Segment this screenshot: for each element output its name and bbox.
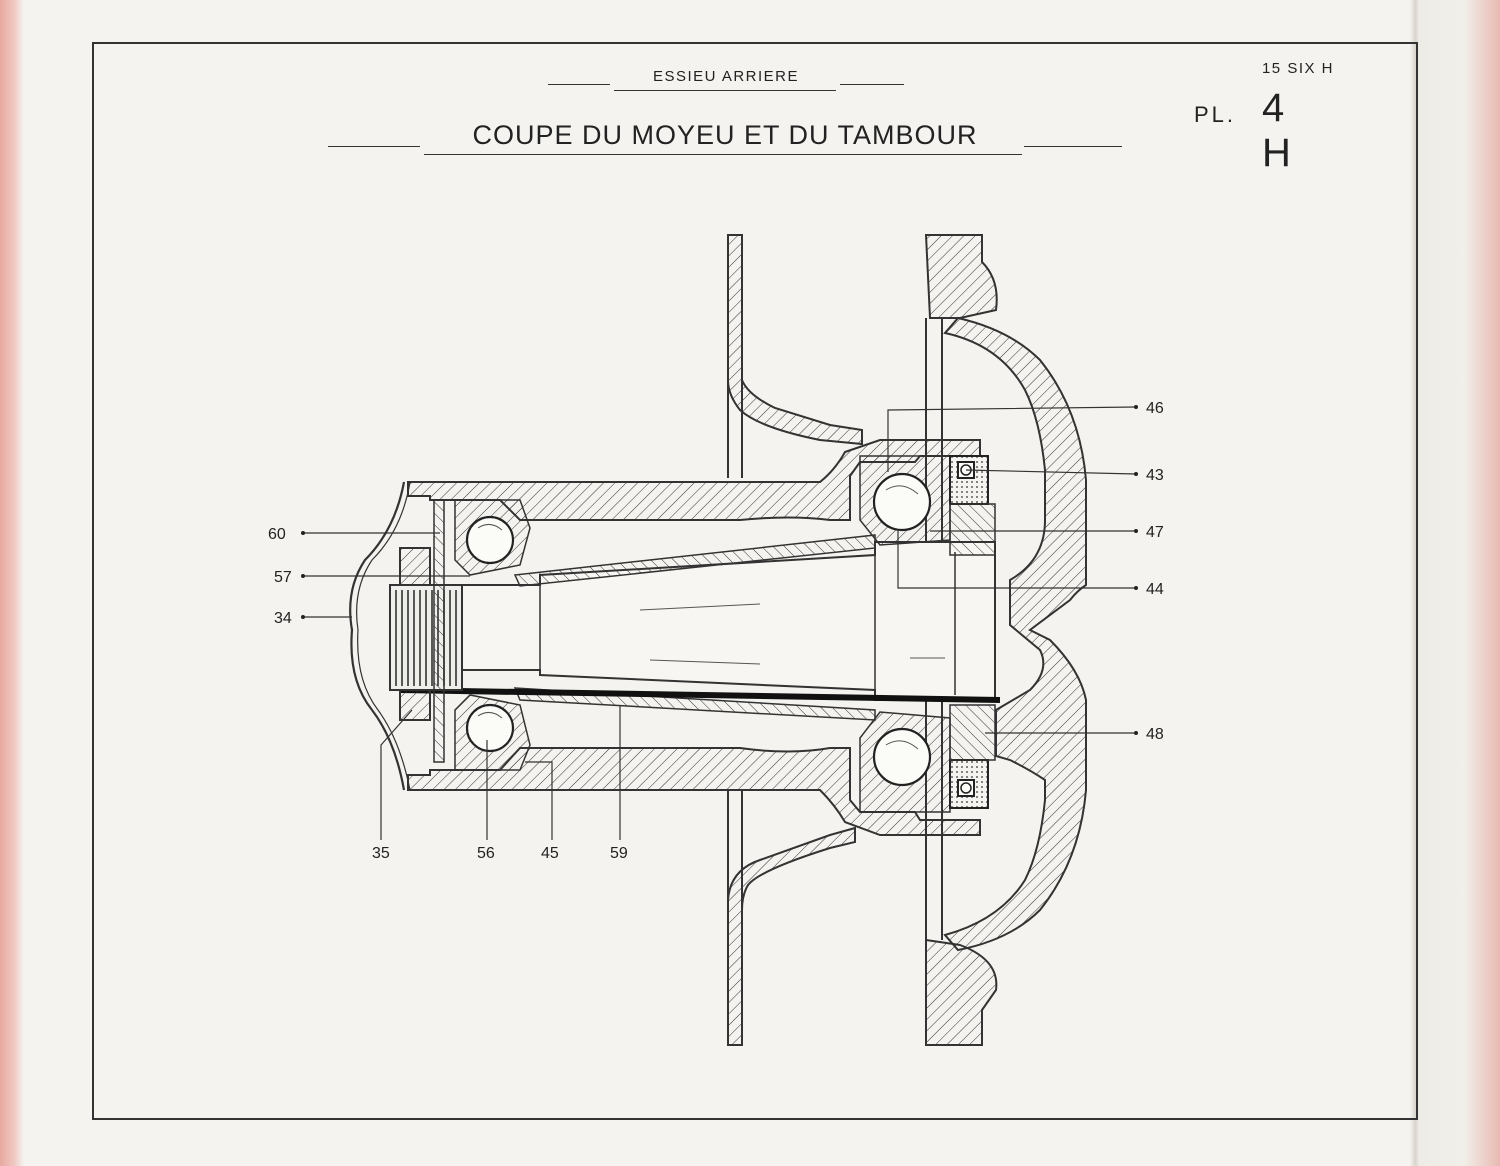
page-title: COUPE DU MOYEU ET DU TAMBOUR	[472, 120, 978, 150]
plate-prefix: PL.	[1194, 102, 1237, 127]
hub-cap	[349, 481, 411, 791]
leader-lines	[303, 406, 1137, 840]
page-edge-right	[1410, 0, 1500, 1166]
drawing-frame	[92, 42, 1418, 1120]
hub-body	[407, 439, 981, 836]
callout-46: 46	[1146, 400, 1164, 417]
leader-dots	[301, 405, 1138, 735]
outer-ball-bearing	[859, 455, 951, 813]
callout-47: 47	[1146, 524, 1164, 541]
section-heading: ESSIEU ARRIERE	[548, 64, 904, 94]
subtitle: ESSIEU ARRIERE	[652, 68, 800, 85]
callout-35: 35	[372, 845, 390, 862]
callout-57: 57	[274, 569, 292, 586]
oil-seal	[949, 455, 989, 809]
callout-48: 48	[1146, 726, 1164, 743]
inner-ball-bearing	[454, 499, 531, 771]
callout-59: 59	[610, 845, 628, 862]
stub-axle	[399, 534, 1001, 721]
plate-number-block: PL. 4 H	[1190, 86, 1340, 175]
callout-44: 44	[1146, 581, 1164, 598]
plate-number: 4 H	[1262, 86, 1299, 175]
page-title-block: COUPE DU MOYEU ET DU TAMBOUR	[328, 116, 1122, 160]
wheel-disc	[727, 234, 863, 1046]
model-reference: 15 SIX H	[1261, 60, 1334, 77]
callout-34: 34	[274, 610, 292, 627]
spacer-collar	[949, 503, 996, 761]
callout-45: 45	[541, 845, 559, 862]
callout-60: 60	[268, 526, 286, 543]
page-edge-left	[0, 0, 24, 1166]
callout-56: 56	[477, 845, 495, 862]
brake-drum	[924, 234, 1087, 1046]
callout-43: 43	[1146, 467, 1164, 484]
